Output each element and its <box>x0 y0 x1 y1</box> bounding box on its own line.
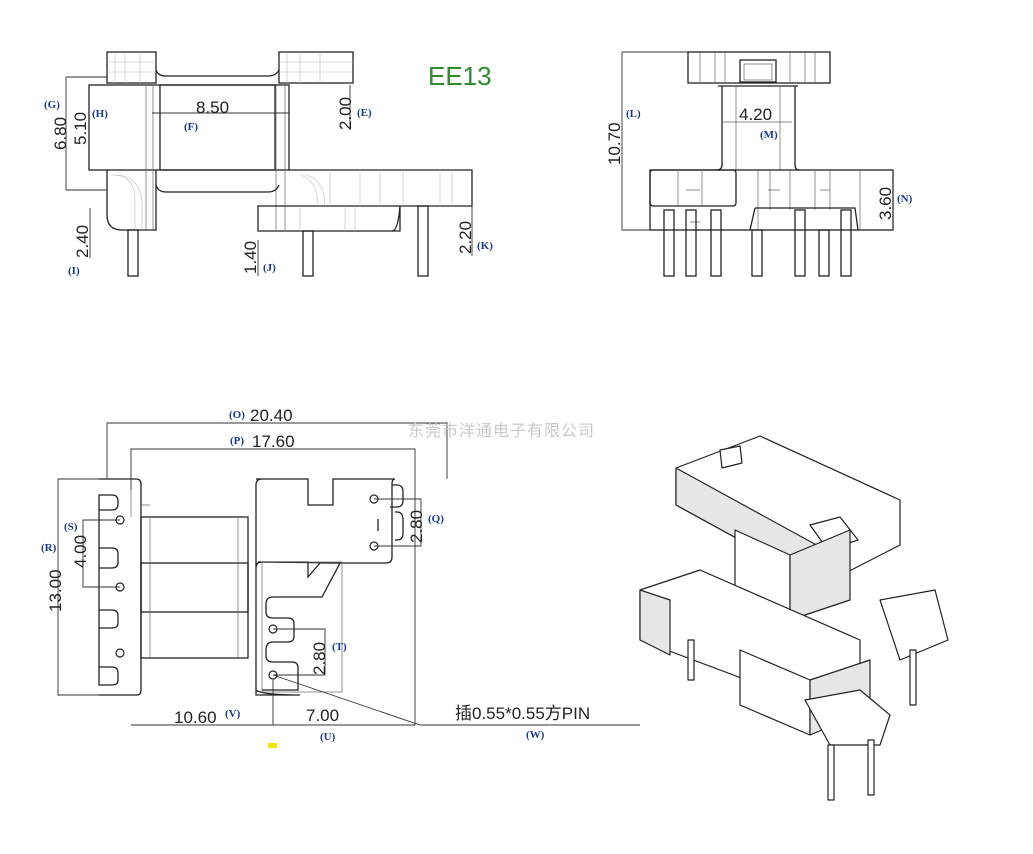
dim-m: 4.20 <box>739 105 772 124</box>
label-e: (E) <box>357 107 372 119</box>
label-g: (G) <box>44 99 60 111</box>
dim-g: 6.80 <box>51 117 70 150</box>
dim-t: 2.80 <box>310 642 329 675</box>
model-title: EE13 <box>428 61 492 91</box>
label-j: (J) <box>263 262 276 274</box>
front-view: 8.50 (F) 6.80 (G) 5.10 (H) 2.00 (E) 2.40… <box>44 51 493 277</box>
bottom-view: (O) 20.40 (P) 17.60 2.80 (Q) (R) 13.00 (… <box>41 406 640 748</box>
dim-u: 7.00 <box>306 706 339 725</box>
yellow-marker <box>268 743 277 748</box>
label-h: (H) <box>92 108 108 120</box>
label-r: (R) <box>41 542 57 554</box>
label-i: (I) <box>68 265 80 277</box>
dim-k: 2.20 <box>456 221 475 254</box>
dim-r: 13.00 <box>46 569 65 612</box>
label-q: (Q) <box>428 513 444 525</box>
pin-note: 插0.55*0.55方PIN <box>455 704 590 723</box>
dim-q: 2.80 <box>407 510 426 543</box>
dim-i: 2.40 <box>73 225 92 258</box>
dim-o: 20.40 <box>250 406 293 425</box>
label-o: (O) <box>229 409 245 421</box>
label-l: (L) <box>626 108 641 120</box>
label-m: (M) <box>760 129 778 141</box>
company-watermark: 东莞市洋通电子有限公司 <box>408 422 595 440</box>
dim-f: 8.50 <box>196 98 229 117</box>
side-view: 10.70 (L) 4.20 (M) 3.60 (N) <box>605 51 913 277</box>
label-f: (F) <box>184 121 198 133</box>
label-u: (U) <box>320 731 336 743</box>
dim-h: 5.10 <box>71 112 90 145</box>
dim-v: 10.60 <box>174 708 217 727</box>
label-n: (N) <box>897 193 913 205</box>
label-k: (K) <box>477 240 493 252</box>
side-view-pins <box>663 209 852 277</box>
dim-p: 17.60 <box>252 432 295 451</box>
isometric-view <box>639 435 949 801</box>
dim-n: 3.60 <box>876 187 895 220</box>
dim-e: 2.00 <box>336 97 355 130</box>
dim-j: 1.40 <box>241 241 260 274</box>
label-p: (P) <box>230 435 244 447</box>
label-v: (V) <box>225 708 241 720</box>
label-w: (W) <box>526 729 545 741</box>
iso-pins <box>687 639 917 801</box>
label-t: (T) <box>332 641 347 653</box>
dim-s: 4.00 <box>71 535 90 568</box>
label-s: (S) <box>64 521 78 533</box>
dim-l: 10.70 <box>605 122 624 165</box>
